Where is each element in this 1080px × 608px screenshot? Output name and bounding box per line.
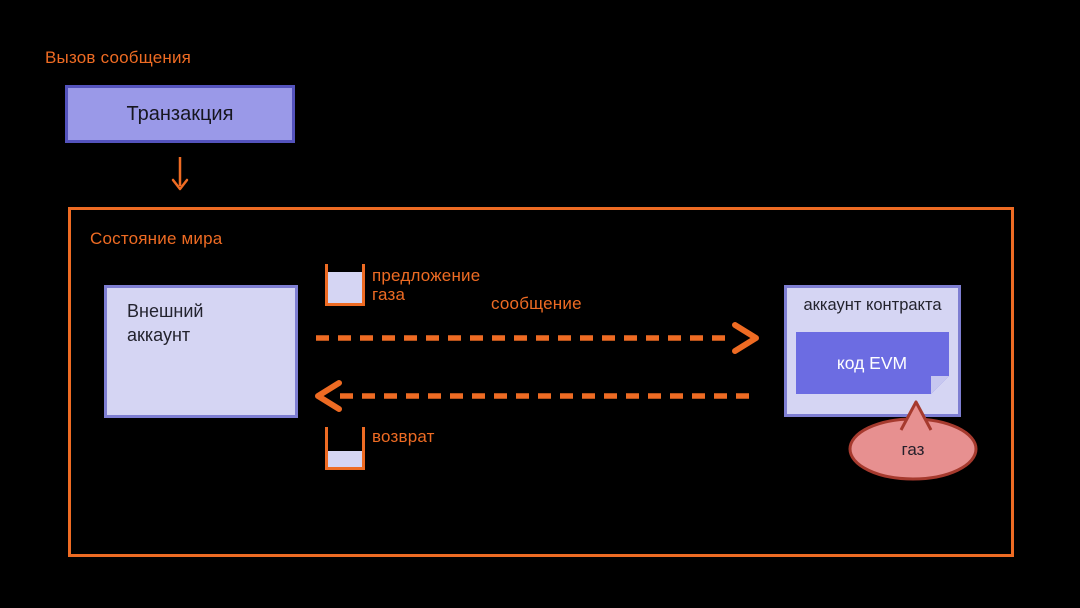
transaction-label: Транзакция: [126, 102, 234, 125]
world-state-label: Состояние мира: [90, 229, 223, 248]
return-label: возврат: [372, 427, 435, 446]
transaction-box: Транзакция: [65, 85, 295, 143]
external-account-label-line2: аккаунт: [127, 325, 191, 345]
message-label: сообщение: [491, 294, 582, 313]
diagram-title: Вызов сообщения: [45, 48, 192, 67]
external-account-box: Внешний аккаунт: [104, 285, 298, 418]
transaction-down-arrow-icon: [171, 157, 189, 191]
gas-supply-cup-icon: [325, 264, 365, 306]
external-account-label-line1: Внешний: [127, 301, 204, 321]
gas-supply-label-line2: газа: [372, 285, 406, 304]
contract-account-label: аккаунт контракта: [803, 296, 942, 314]
contract-account-box: аккаунт контракта: [784, 285, 961, 417]
gas-return-cup-icon: [325, 427, 365, 470]
gas-supply-label-line1: предложение: [372, 266, 481, 285]
gas-supply-label: предложение газа: [372, 266, 480, 304]
gas-return-cup-fill: [328, 451, 362, 467]
gas-supply-cup-fill: [328, 272, 362, 303]
world-state-box: [68, 207, 1014, 557]
